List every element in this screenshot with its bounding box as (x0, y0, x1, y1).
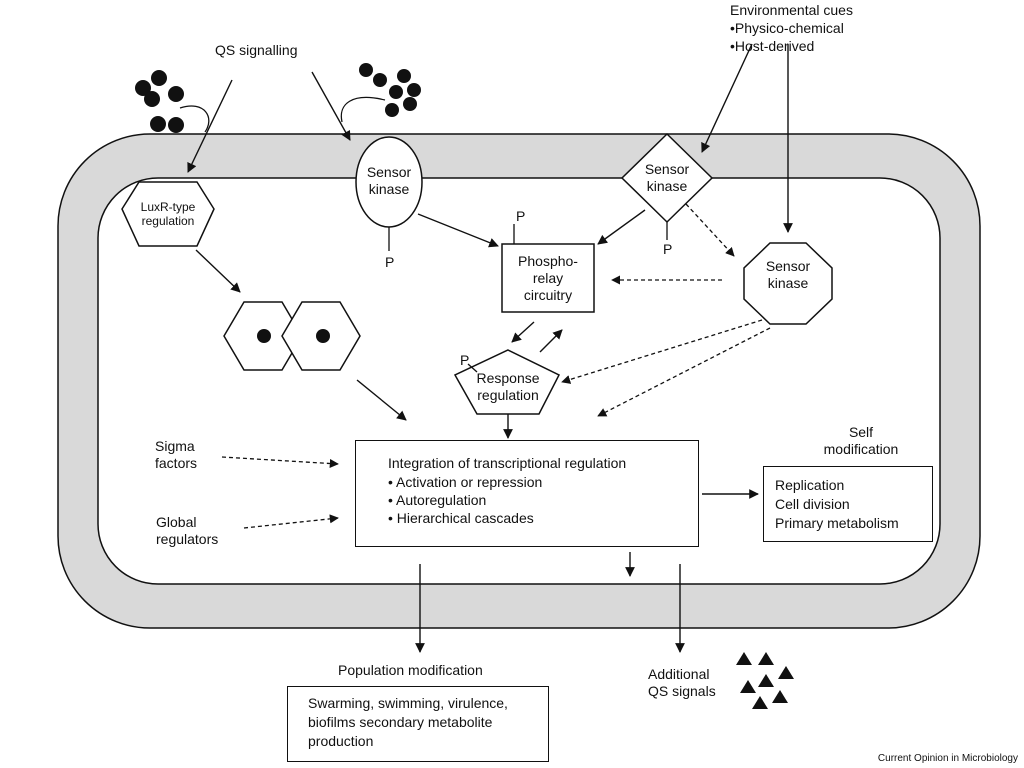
global-regulators-line-2: regulators (156, 531, 219, 547)
additional-qs-line-1: Additional (648, 666, 710, 682)
self-modification-box: Replication Cell division Primary metabo… (763, 466, 933, 542)
qs-signal-cluster-right (359, 63, 421, 117)
phosphorelay-label: Phospho- relay circuitry (502, 253, 594, 304)
luxr-hexagon (121, 181, 215, 247)
phosphate-label-diamond: P (663, 241, 673, 257)
sensor-kinase-octagon-label: Sensor kinase (758, 258, 818, 292)
self-item-primary-metabolism: Primary metabolism (775, 515, 899, 531)
phosphate-label-phosphorelay: P (516, 208, 526, 224)
sensor-kinase-octagon-line-2: kinase (767, 275, 809, 291)
phosphorelay-box (501, 243, 595, 313)
sensor-kinase-qs-label: Sensor kinase (359, 164, 419, 198)
self-item-replication: Replication (775, 477, 845, 493)
self-modification-line-1: Self (848, 424, 874, 440)
additional-qs-label: Additional QS signals (648, 666, 716, 700)
integration-box: Integration of transcriptional regulatio… (355, 440, 699, 547)
phosphorelay-line-3: circuitry (523, 287, 573, 303)
env-cue-host-derived: •Host-derived (730, 38, 815, 54)
population-item-3: production (308, 733, 374, 749)
luxr-label-line-2: regulation (141, 214, 195, 228)
sensor-kinase-env-label: Sensor kinase (637, 161, 697, 195)
sensor-kinase-env-line-1: Sensor (644, 161, 690, 177)
global-regulators-label: Global regulators (156, 514, 218, 548)
env-cue-physico-chemical: •Physico-chemical (730, 20, 844, 36)
integration-item-activation: • Activation or repression (388, 474, 543, 490)
global-regulators-line-1: Global (156, 514, 197, 530)
self-item-cell-division: Cell division (775, 496, 850, 512)
sigma-factors-line-2: factors (155, 455, 198, 471)
sensor-kinase-qs-line-1: Sensor (366, 164, 412, 180)
additional-qs-triangles (736, 652, 794, 709)
phosphorelay-line-2: relay (532, 270, 564, 286)
response-regulation-label: Response regulation (466, 370, 550, 404)
sensor-kinase-qs-line-2: kinase (368, 181, 410, 197)
qs-signalling-label: QS signalling (215, 42, 298, 58)
response-regulation-line-1: Response (476, 370, 540, 386)
dimer-signal-dot-right (316, 329, 330, 343)
phosphate-label-ellipse: P (385, 254, 395, 270)
solid-arrows (187, 43, 793, 653)
qs-binding-loop-left (179, 105, 210, 133)
phosphate-label-response: P (460, 352, 470, 368)
self-modification-label: Self modification (812, 424, 910, 458)
sensor-kinase-env-line-2: kinase (646, 178, 688, 194)
sigma-factors-line-1: Sigma (155, 438, 195, 454)
luxr-label: LuxR-type regulation (128, 200, 208, 228)
population-item-2: biofilms secondary metabolite (308, 714, 493, 730)
integration-item-autoregulation: • Autoregulation (388, 492, 487, 508)
integration-item-cascades: • Hierarchical cascades (388, 510, 534, 526)
sensor-kinase-octagon-line-1: Sensor (765, 258, 811, 274)
sensor-kinase-octagon (743, 242, 833, 325)
sigma-factors-label: Sigma factors (155, 438, 197, 472)
integration-title: Integration of transcriptional regulatio… (388, 455, 627, 471)
phosphorelay-line-1: Phospho- (518, 253, 578, 269)
luxr-label-line-1: LuxR-type (140, 200, 196, 214)
qs-binding-loop-right (340, 96, 386, 123)
population-modification-label: Population modification (338, 662, 483, 678)
population-modification-box: Swarming, swimming, virulence, biofilms … (287, 686, 549, 762)
response-phosphate-stem (467, 363, 478, 373)
self-modification-line-2: modification (823, 441, 899, 457)
population-item-1: Swarming, swimming, virulence, (308, 695, 508, 711)
qs-signal-cluster-left (135, 70, 184, 133)
additional-qs-line-2: QS signals (648, 683, 716, 699)
dimer-signal-dot-left (257, 329, 271, 343)
response-regulation-line-2: regulation (477, 387, 539, 403)
dashed-arrows (221, 203, 771, 529)
credit-caption: Current Opinion in Microbiology (877, 753, 1018, 764)
environmental-cues-title: Environmental cues (730, 2, 853, 18)
